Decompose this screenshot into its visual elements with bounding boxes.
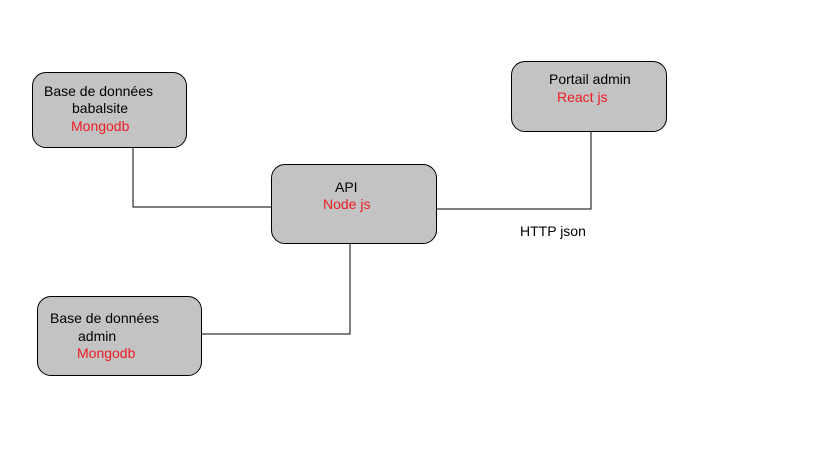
node-db-admin-title-line2: admin [78, 328, 117, 344]
node-portail-admin: Portail admin React js [511, 61, 667, 132]
node-db-babalsite-title-line2: babalsite [72, 100, 129, 116]
edge-label-http-json: HTTP json [520, 223, 586, 239]
node-api-tech: Node js [323, 196, 371, 212]
node-db-admin: Base de données admin Mongodb [37, 296, 202, 376]
edge-api-portail-admin [436, 131, 592, 210]
node-db-babalsite: Base de données babalsite Mongodb [32, 72, 187, 148]
node-portail-admin-title: Portail admin [549, 71, 631, 87]
node-api-title: API [335, 179, 358, 195]
node-db-babalsite-tech: Mongodb [71, 118, 130, 134]
node-portail-admin-tech: React js [557, 89, 608, 105]
edge-db-babalsite-api [132, 147, 272, 208]
node-db-babalsite-title-line1: Base de données [44, 83, 153, 99]
node-api: API Node js [271, 164, 437, 244]
node-db-admin-tech: Mongodb [77, 345, 136, 361]
node-db-admin-title-line1: Base de données [50, 310, 159, 326]
edge-api-db-admin [201, 243, 351, 335]
